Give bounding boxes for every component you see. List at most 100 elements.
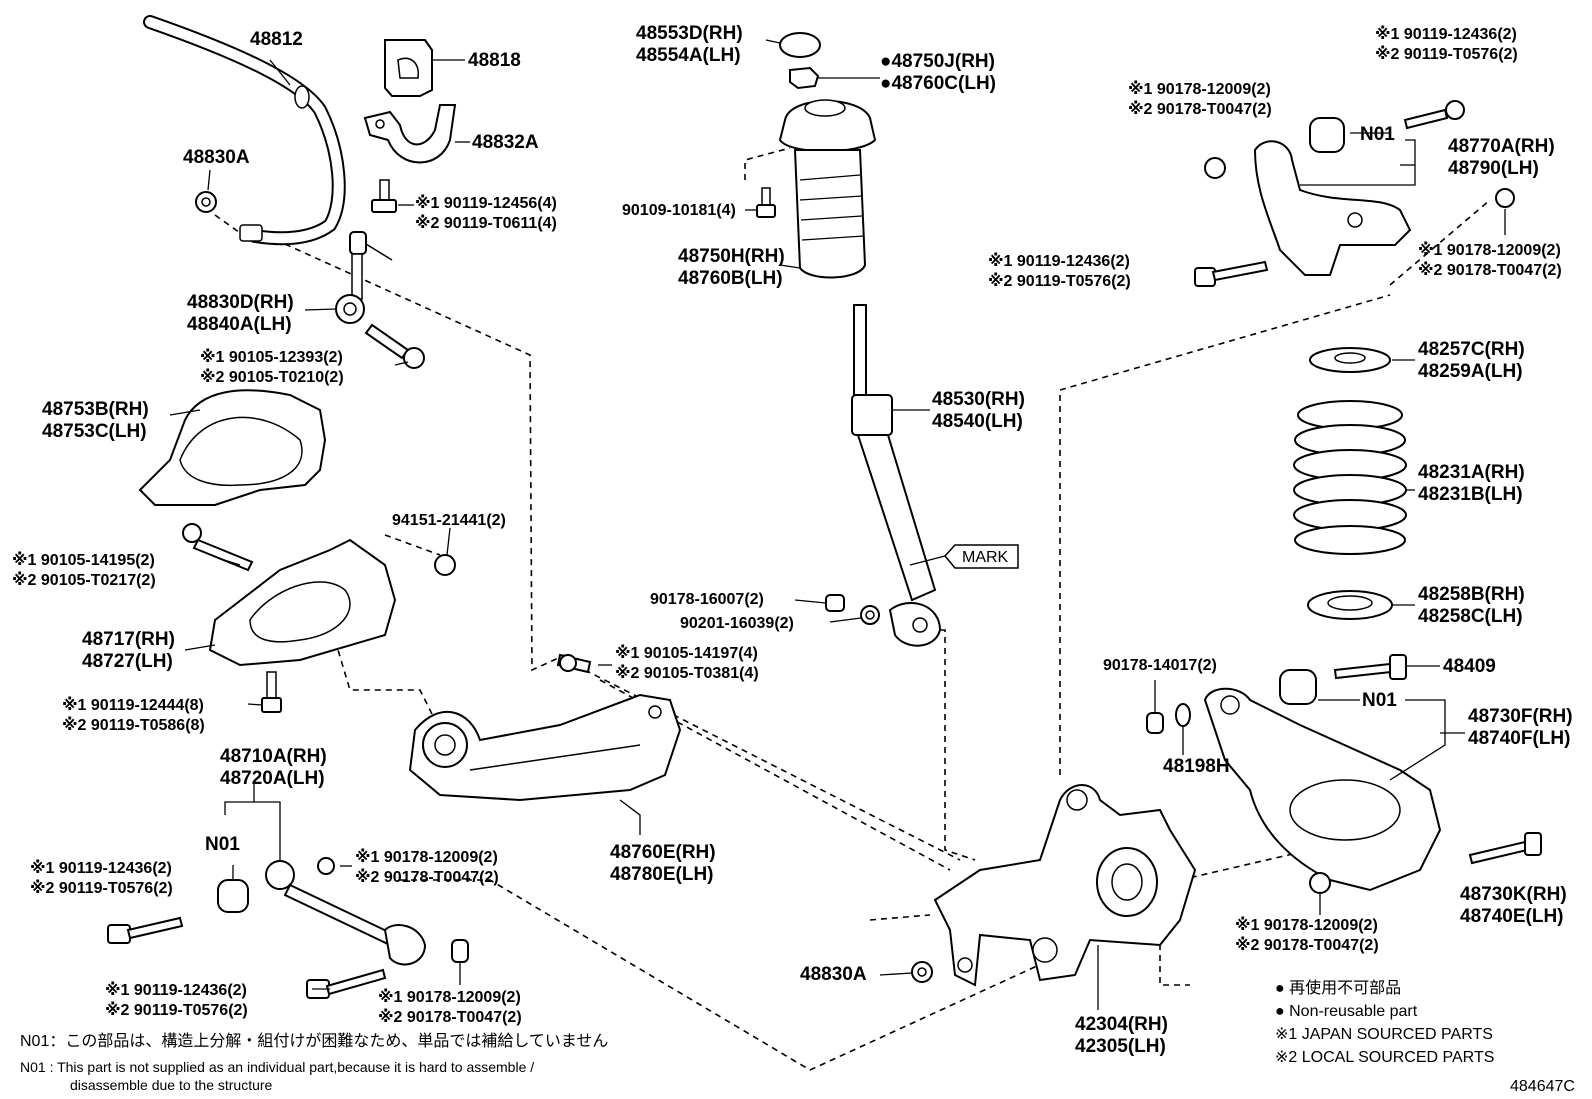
legend: ● 再使用不可部品 ● Non-reusable part ※1 JAPAN S… xyxy=(1275,979,1494,1066)
trailing-arm-48760E xyxy=(408,693,682,802)
part-labels: 48812 48818 48832A 48830A ※1 90119-12456… xyxy=(12,23,1573,1057)
label-48760C: ●48760C(LH) xyxy=(880,73,996,94)
bolt-90105-14197 xyxy=(556,653,592,674)
label-bolt-90105-12393: ※1 90105-12393(2) xyxy=(200,348,343,366)
label-48727: 48727(LH) xyxy=(82,651,173,672)
label-bolt-90119-T0576-bottom: ※2 90119-T0576(2) xyxy=(105,1001,248,1019)
label-bolt-90109: 90109-10181(4) xyxy=(622,202,736,219)
label-nut-90178-T0047-lower: ※2 90178-T0047(2) xyxy=(1235,936,1379,954)
label-nut-90178-T0047-upper-left: ※2 90178-T0047(2) xyxy=(1128,100,1272,118)
bolt-48730K xyxy=(1468,832,1542,865)
label-bolt-90119-12456: ※1 90119-12456(4) xyxy=(415,194,557,212)
bolt-90105-14195 xyxy=(182,523,254,572)
label-48753B: 48753B(RH) xyxy=(42,399,149,420)
label-mark: MARK xyxy=(962,549,1009,566)
label-48790: 48790(LH) xyxy=(1448,158,1539,179)
label-bolt-90105-14195: ※1 90105-14195(2) xyxy=(12,551,155,569)
bolt-90119-12436-bottom xyxy=(306,968,387,999)
label-nut-94151: 94151-21441(2) xyxy=(392,512,506,529)
label-bolt-90119-T0576-middle: ※2 90119-T0576(2) xyxy=(988,272,1131,290)
washer-48198H xyxy=(1175,703,1191,727)
label-48717: 48717(RH) xyxy=(82,629,175,650)
label-48730F: 48730F(RH) xyxy=(1468,706,1573,727)
label-48740F: 48740F(LH) xyxy=(1468,728,1570,749)
label-bolt-90119-T0576-left: ※2 90119-T0576(2) xyxy=(30,879,173,897)
label-bolt-90119-12444: ※1 90119-12444(8) xyxy=(62,696,204,714)
footnotes: N01：この部品は、構造上分解・組付けが困難なため、単品では補給していません N… xyxy=(20,1032,608,1093)
label-bolt-90119-12436-left: ※1 90119-12436(2) xyxy=(30,859,172,877)
stabilizer-bracket-48832A xyxy=(363,104,457,164)
nut-48830A-top xyxy=(195,191,217,213)
label-48750J: ●48750J(RH) xyxy=(880,51,995,72)
nut-90178-12009-lower xyxy=(1309,872,1331,894)
knuckle-bracket-48717 xyxy=(208,538,397,667)
label-48830A-top: 48830A xyxy=(183,147,250,168)
label-bolt-90119-12436-upper: ※1 90119-12436(2) xyxy=(1375,25,1517,43)
label-nut-90178-T0047-bottom: ※2 90178-T0047(2) xyxy=(378,1008,522,1026)
label-48409: 48409 xyxy=(1443,656,1496,677)
bolt-90119-12436-upper xyxy=(1403,100,1465,130)
label-48554A: 48554A(LH) xyxy=(636,45,741,66)
label-48257C: 48257C(RH) xyxy=(1418,339,1525,360)
legend-japan-sourced: ※1 JAPAN SOURCED PARTS xyxy=(1275,1026,1493,1043)
label-nut-90178-16007: 90178-16007(2) xyxy=(650,591,764,608)
coil-spring-48231A xyxy=(1293,400,1407,555)
lower-arm-48730F xyxy=(1203,669,1442,892)
label-bolt-90119-12436-bottom: ※1 90119-12436(2) xyxy=(105,981,247,999)
nut-48830A-bottom xyxy=(911,961,933,983)
nut-94151 xyxy=(434,554,456,576)
label-48760E: 48760E(RH) xyxy=(610,842,716,863)
legend-local-sourced: ※2 LOCAL SOURCED PARTS xyxy=(1275,1049,1494,1066)
figure-id: 484647C xyxy=(1510,1078,1575,1095)
label-n01-lower: N01 xyxy=(1362,690,1397,711)
label-48540: 48540(LH) xyxy=(932,411,1023,432)
cap-48553D xyxy=(779,32,821,58)
label-48740E: 48740E(LH) xyxy=(1460,906,1564,927)
bolt-90109 xyxy=(756,187,776,218)
spring-seat-48257C xyxy=(1309,347,1391,373)
label-48530: 48530(RH) xyxy=(932,389,1025,410)
label-48750H: 48750H(RH) xyxy=(678,246,785,267)
label-n01-left: N01 xyxy=(205,834,240,855)
label-nut-90178-12009-upper-left: ※1 90178-12009(2) xyxy=(1128,80,1271,98)
label-48760B: 48760B(LH) xyxy=(678,268,783,289)
bolt-48409 xyxy=(1333,654,1407,680)
bracket-bolt xyxy=(371,179,397,213)
mark-tag xyxy=(909,544,1019,569)
upper-arm-48770A xyxy=(1253,117,1412,276)
label-48830D: 48830D(RH) xyxy=(187,292,294,313)
label-nut-90178-12009-lower: ※1 90178-12009(2) xyxy=(1235,916,1378,934)
label-bolt-90105-T0210: ※2 90105-T0210(2) xyxy=(200,368,344,386)
washer-90201-16039 xyxy=(860,605,880,625)
note-n01-japanese: N01：この部品は、構造上分解・組付けが困難なため、単品では補給していません xyxy=(20,1032,608,1050)
note-n01-english-line2: disassemble due to the structure xyxy=(70,1077,273,1093)
label-bolt-90105-T0381: ※2 90105-T0381(4) xyxy=(615,664,759,682)
label-48553D: 48553D(RH) xyxy=(636,23,743,44)
knuckle-42304 xyxy=(933,784,1197,987)
label-washer-90201-16039: 90201-16039(2) xyxy=(680,615,794,632)
stabilizer-link-48830D xyxy=(335,231,393,324)
cover-48753B xyxy=(138,389,327,506)
label-bolt-90105-T0217: ※2 90105-T0217(2) xyxy=(12,571,156,589)
spring-seat-48258B xyxy=(1307,590,1393,620)
label-bolt-90105-14197: ※1 90105-14197(4) xyxy=(615,644,758,662)
label-48258C: 48258C(LH) xyxy=(1418,606,1523,627)
label-42305: 42305(LH) xyxy=(1075,1036,1166,1057)
label-bolt-90119-T0611: ※2 90119-T0611(4) xyxy=(415,214,557,232)
label-48770A: 48770A(RH) xyxy=(1448,136,1555,157)
nut-48750J xyxy=(789,66,820,90)
bolt-90119-12444 xyxy=(261,671,282,713)
label-nut-90178-T0047-left: ※2 90178-T0047(2) xyxy=(355,868,499,886)
bolt-90119-12436-left xyxy=(107,916,184,944)
label-48840A: 48840A(LH) xyxy=(187,314,292,335)
label-nut-90178-12009-left: ※1 90178-12009(2) xyxy=(355,848,498,866)
shock-support-48750H xyxy=(778,99,877,279)
label-nut-90178-12009-bottom: ※1 90178-12009(2) xyxy=(378,988,521,1006)
label-48780E: 48780E(LH) xyxy=(610,864,714,885)
nut-90178-14017 xyxy=(1146,712,1164,734)
nut-90178-12009-upper-right xyxy=(1495,188,1515,208)
label-bolt-90119-T0576-upper: ※2 90119-T0576(2) xyxy=(1375,45,1518,63)
label-48818: 48818 xyxy=(468,50,521,71)
label-bolt-90119-T0586: ※2 90119-T0586(8) xyxy=(62,716,205,734)
